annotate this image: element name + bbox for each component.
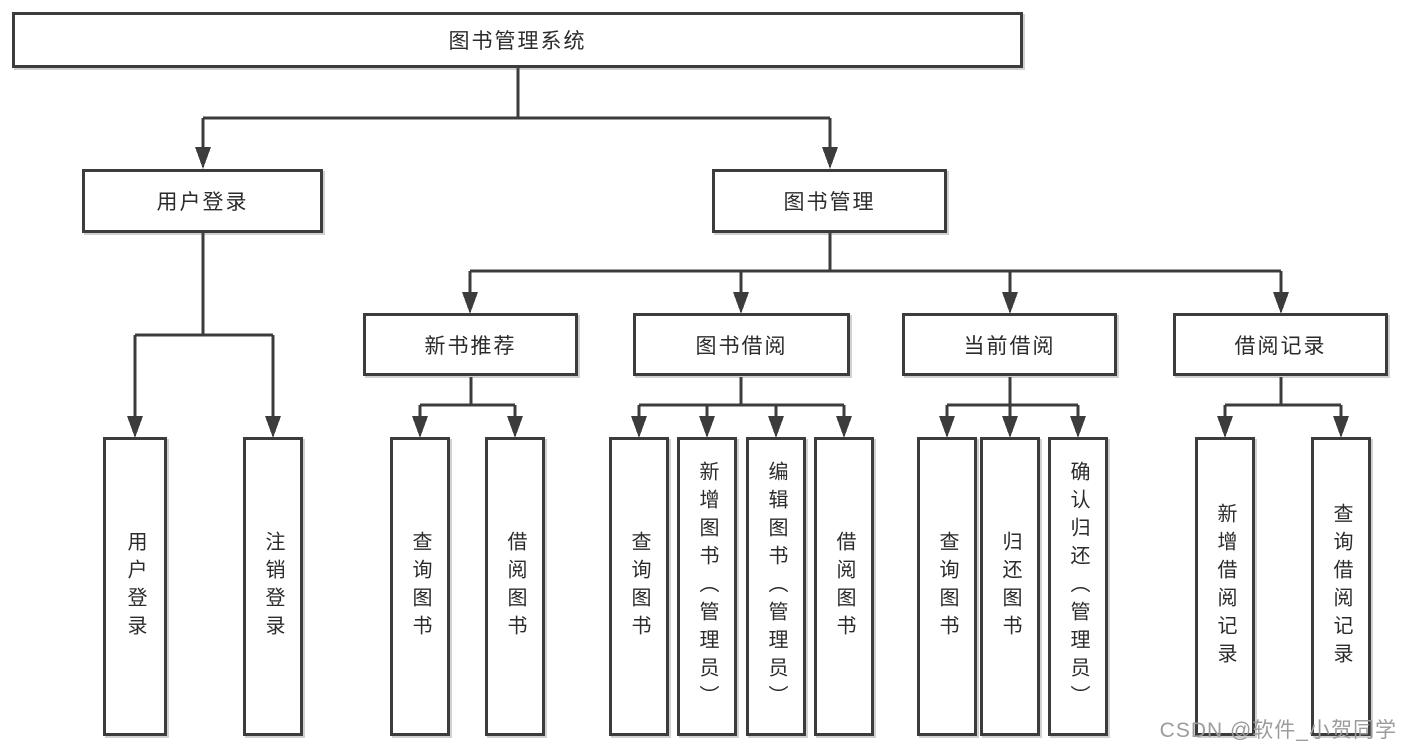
arrow-down-icon [1333,416,1349,438]
node-borrowing-records: 借阅记录 [1173,313,1388,376]
node-label: 查询借阅记录 [1330,502,1352,671]
node-user-login: 用户登录 [82,169,323,233]
arrow-down-icon [822,147,838,169]
node-label: 注销登录 [262,530,284,643]
node-leaf-records-query-record: 查询借阅记录 [1311,437,1371,736]
csdn-watermark: CSDN @软件_小贺同学 [1159,719,1397,742]
node-leaf-newrec-query-books: 查询图书 [390,437,450,736]
node-leaf-current-confirm-return: 确认归还（管理员） [1048,437,1108,736]
node-label: 新增图书（管理员） [696,460,718,713]
node-label: 图书管理系统 [448,30,587,53]
arrow-down-icon [1002,292,1018,314]
arrow-down-icon [631,416,647,438]
node-label: 借阅记录 [1234,334,1327,358]
node-leaf-logout: 注销登录 [243,437,303,736]
arrow-down-icon [1002,416,1018,438]
arrow-down-icon [507,416,523,438]
arrow-down-icon [1217,416,1233,438]
node-library-system: 图书管理系统 [12,12,1023,68]
node-current-borrowing: 当前借阅 [902,313,1117,376]
node-label: 编辑图书（管理员） [765,460,787,713]
node-label: 当前借阅 [963,334,1056,358]
arrow-down-icon [462,292,478,314]
arrow-down-icon [733,292,749,314]
node-leaf-borrowing-borrow-books: 借阅图书 [814,437,874,736]
arrow-down-icon [836,416,852,438]
node-leaf-user-login: 用户登录 [103,437,167,736]
arrow-down-icon [939,416,955,438]
node-label: 查询图书 [936,530,958,643]
node-label: 新增借阅记录 [1214,502,1236,671]
node-leaf-borrowing-edit-books: 编辑图书（管理员） [746,437,806,736]
node-label: 新书推荐 [424,334,517,358]
node-label: 归还图书 [999,530,1021,643]
arrow-down-icon [412,416,428,438]
node-label: 借阅图书 [833,530,855,643]
arrow-down-icon [768,416,784,438]
arrow-down-icon [195,147,211,169]
arrow-down-icon [699,416,715,438]
node-book-management: 图书管理 [712,169,947,233]
arrowheads [127,147,1349,438]
node-label: 图书管理 [783,191,876,214]
node-leaf-current-query-books: 查询图书 [917,437,977,736]
arrow-down-icon [265,416,281,438]
node-label: 确认归还（管理员） [1067,460,1089,713]
node-leaf-current-return-books: 归还图书 [980,437,1040,736]
node-leaf-borrowing-add-books: 新增图书（管理员） [677,437,737,736]
node-label: 查询图书 [628,530,650,643]
node-book-borrowing: 图书借阅 [633,313,850,376]
arrow-down-icon [127,416,143,438]
node-label: 用户登录 [124,530,146,643]
node-new-book-recommend: 新书推荐 [363,313,578,376]
arrow-down-icon [1273,292,1289,314]
node-label: 查询图书 [409,530,431,643]
node-label: 图书借阅 [695,334,788,358]
node-label: 用户登录 [156,191,249,214]
node-leaf-borrowing-query-books: 查询图书 [609,437,669,736]
node-leaf-records-add-record: 新增借阅记录 [1195,437,1255,736]
arrow-down-icon [1070,416,1086,438]
node-label: 借阅图书 [504,530,526,643]
node-leaf-newrec-borrow-books: 借阅图书 [485,437,545,736]
